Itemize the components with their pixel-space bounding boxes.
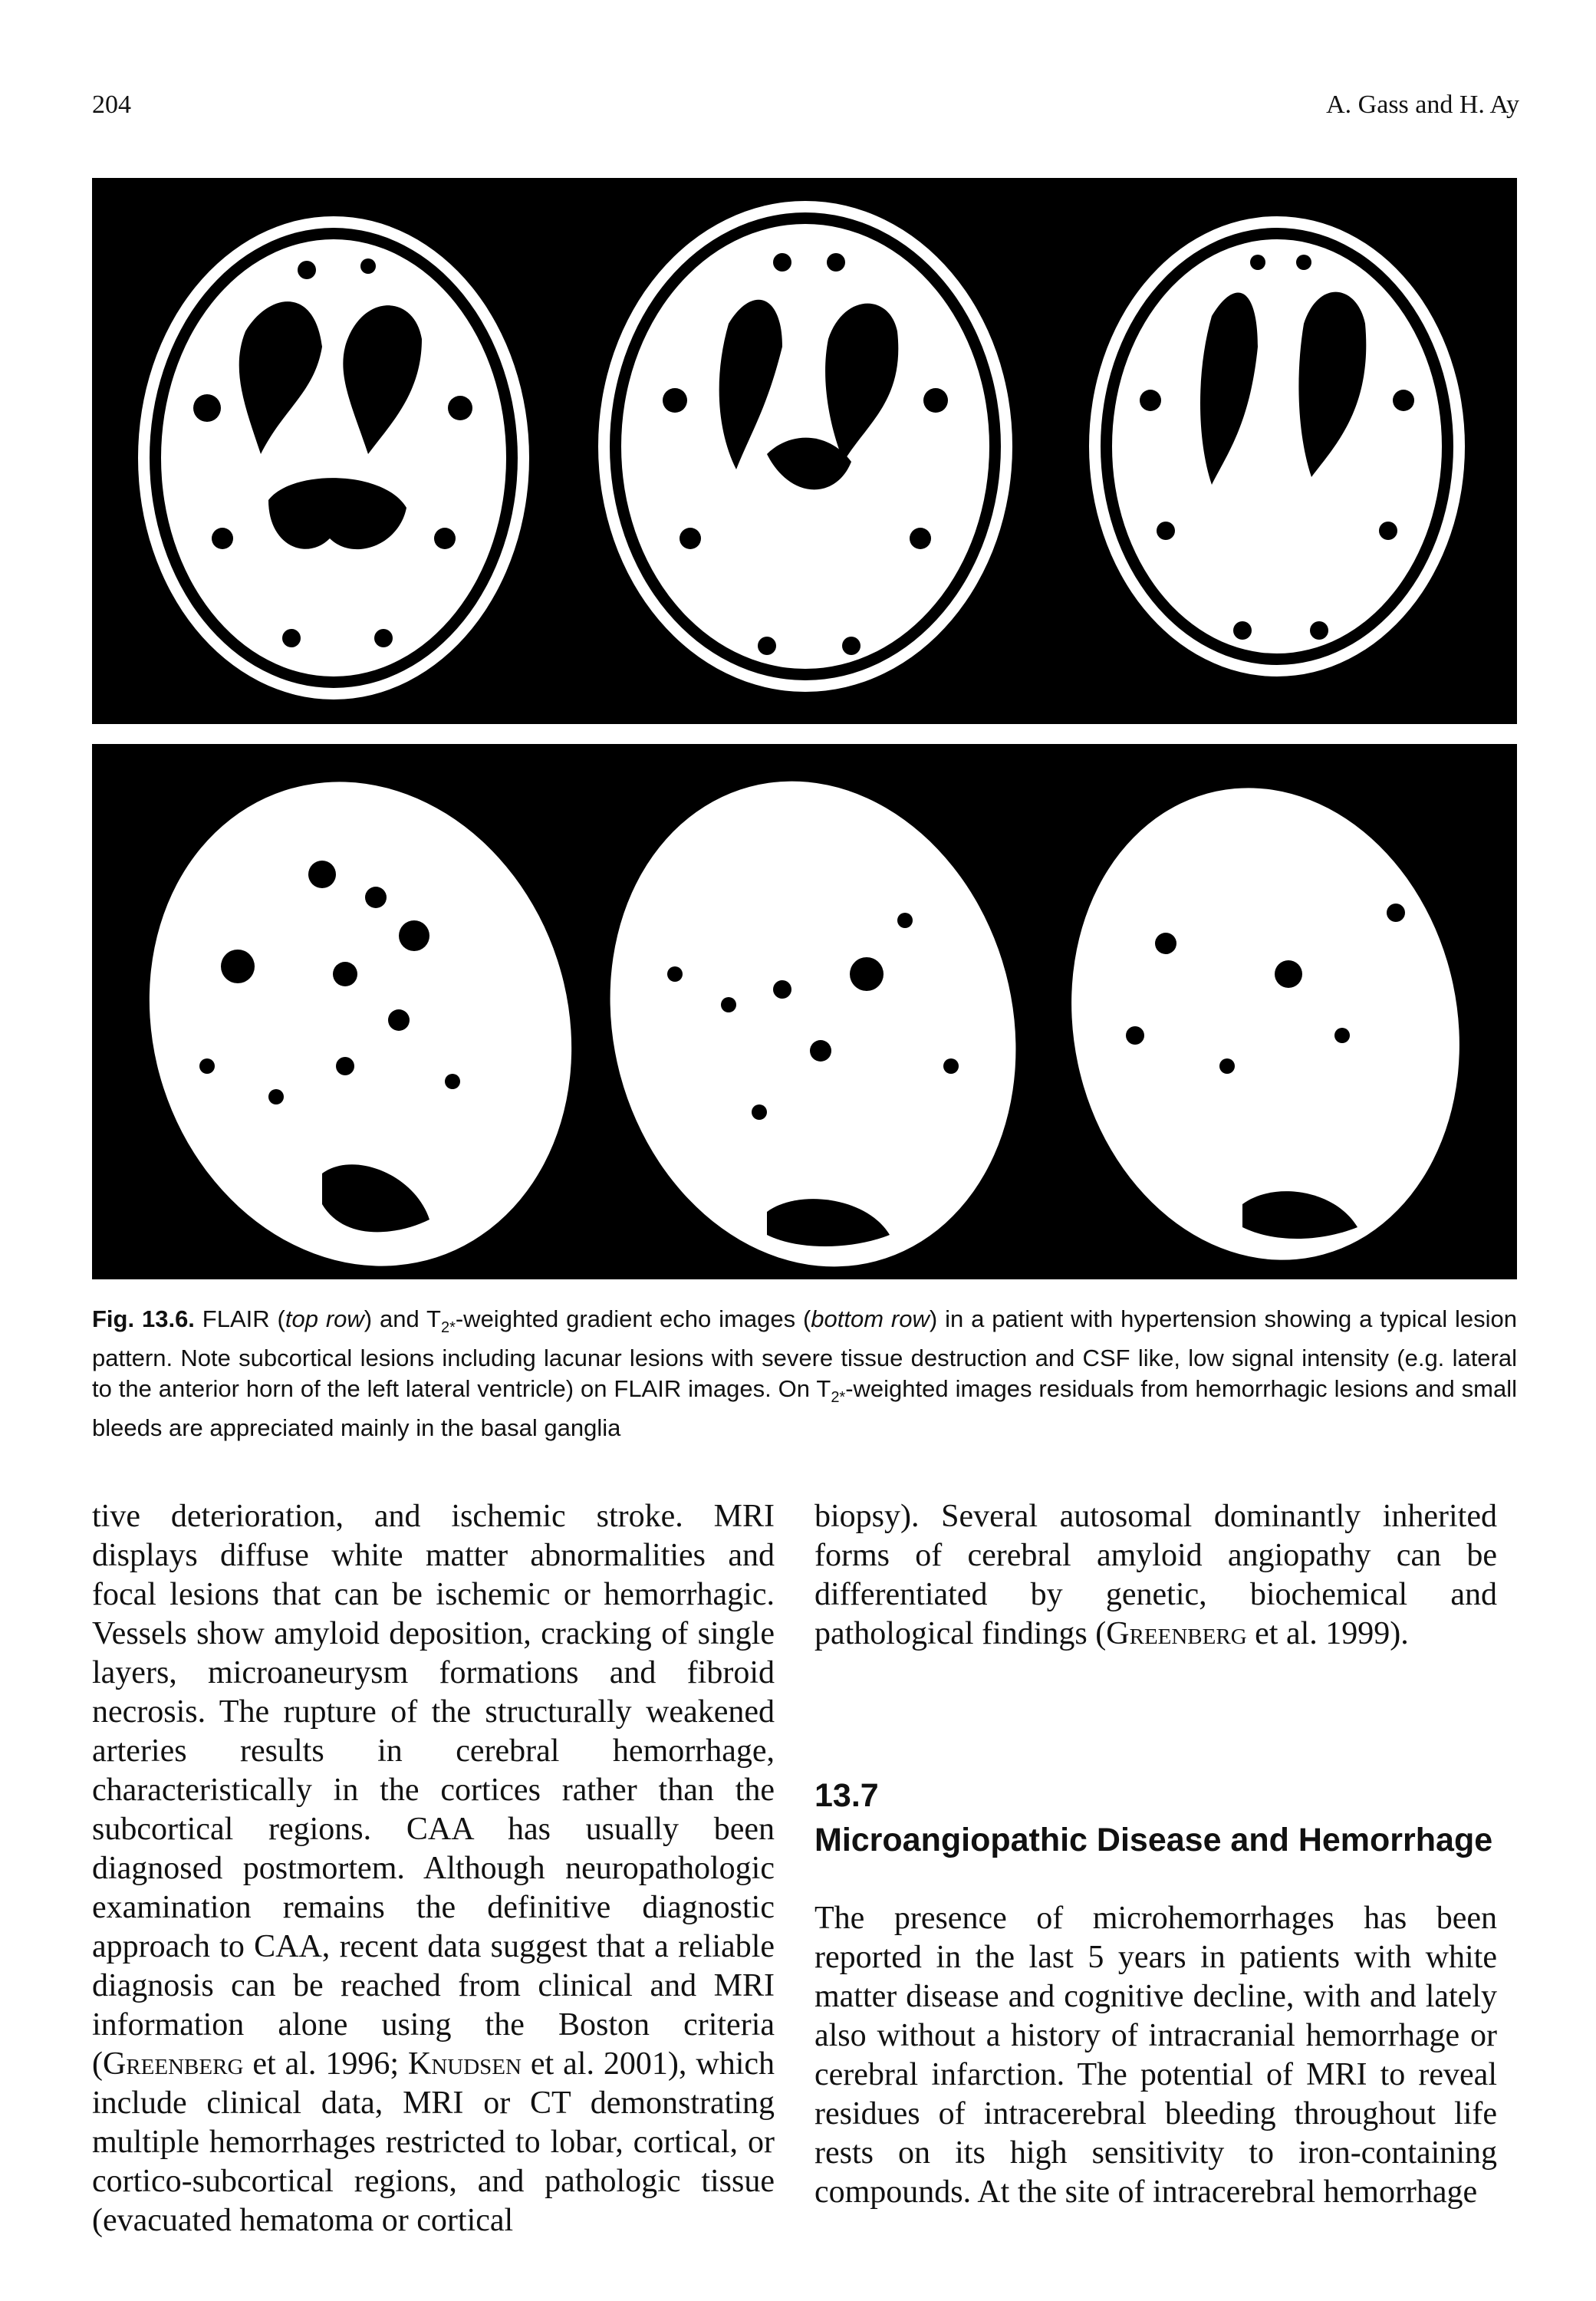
body-paragraph: The presence of microhemorrhages has bee… [814, 1901, 1497, 2210]
caption-part: FLAIR ( [202, 1305, 285, 1332]
paragraph-text: et al. 2001), which include clinical dat… [92, 2046, 775, 2238]
paragraph-text: et al. 1999). [1246, 1616, 1409, 1651]
section-title: Microangiopathic Disease and Hemorrhage [814, 1822, 1493, 1858]
caption-emphasis: top row [285, 1305, 364, 1332]
citation-author: Knudsen [408, 2046, 522, 2082]
right-column: biopsy). Several autosomal dominantly in… [814, 1497, 1497, 1654]
caption-part: -weighted images residuals from hemorrha… [92, 1375, 1517, 1442]
page-number: 204 [92, 91, 131, 119]
flair-slice-3 [1089, 216, 1465, 676]
flair-slice-1 [138, 216, 529, 700]
caption-part: ) and T [364, 1305, 441, 1332]
t2star-slice-2 [610, 781, 1016, 1267]
caption-subscript: 2* [440, 1319, 456, 1337]
flair-slice-2 [598, 201, 1012, 692]
caption-emphasis: bottom row [811, 1305, 930, 1332]
figure-caption: Fig. 13.6. FLAIR (top row) and T2*-weigh… [92, 1304, 1517, 1443]
caption-subscript: 2* [831, 1389, 846, 1407]
citation-author: Greenberg [1106, 1616, 1247, 1651]
section-number: 13.7 [814, 1777, 879, 1814]
running-head: A. Gass and H. Ay [1326, 91, 1519, 119]
caption-part: ) in a patient with hypertension showing… [92, 1305, 1517, 1403]
body-paragraph: tive deterioration, and ischemic stroke.… [92, 1497, 775, 2240]
paragraph-text: et al. 1996; [243, 2046, 408, 2082]
body-paragraph: biopsy). Several autosomal dominantly in… [814, 1497, 1497, 1654]
right-column-section-body: The presence of microhemorrhages has bee… [814, 1899, 1497, 2212]
t2star-slice-1 [149, 782, 572, 1266]
figure-label: Fig. 13.6. [92, 1305, 195, 1332]
section-heading: 13.7 Microangiopathic Disease and Hemorr… [814, 1773, 1520, 1862]
left-column: tive deterioration, and ischemic stroke.… [92, 1497, 775, 2240]
caption-part: -weighted gradient echo images ( [455, 1305, 811, 1332]
paragraph-text: tive deterioration, and ischemic stroke.… [92, 1499, 775, 2082]
flair-image-row [92, 178, 1517, 724]
t2star-slice-3 [1071, 788, 1459, 1260]
t2star-image-row [92, 744, 1517, 1279]
citation-author: Greenberg [103, 2046, 244, 2082]
paragraph-text: biopsy). Several autosomal dominantly in… [814, 1499, 1497, 1651]
